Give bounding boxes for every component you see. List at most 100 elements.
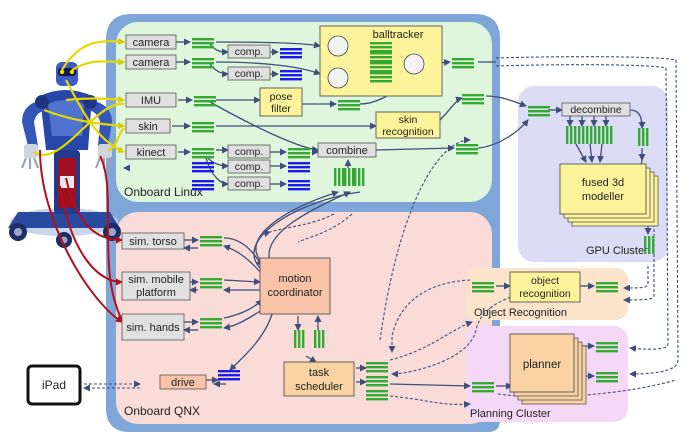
actuator-wires <box>39 149 123 323</box>
queue-bar <box>462 94 484 97</box>
queue-bar <box>646 128 649 146</box>
comp-node-3: comp. <box>227 144 271 159</box>
queue-bar <box>362 168 365 186</box>
queue-bar <box>366 370 388 373</box>
queue-bar <box>200 278 222 281</box>
combine-label: combine <box>326 145 368 157</box>
queue-bar <box>596 290 618 293</box>
queue-bar <box>638 128 641 146</box>
queue-bar <box>288 170 310 173</box>
queue-bar <box>314 330 317 348</box>
queue-bar <box>570 126 573 144</box>
queue-bar <box>342 168 345 186</box>
queue-bar <box>472 382 494 385</box>
queue-bar <box>192 126 214 129</box>
queue-bar <box>302 330 305 348</box>
camera-2-label: camera <box>133 57 171 69</box>
queue-bar <box>370 66 392 69</box>
queue-icon <box>192 122 214 133</box>
camera-2-node: camera <box>125 54 177 70</box>
drive-label: drive <box>171 377 195 389</box>
queue-bar <box>456 144 478 147</box>
queue-bar <box>596 286 618 289</box>
queue-bar <box>280 48 302 51</box>
queue-bar <box>200 322 222 325</box>
object-recognition-label-1: object <box>531 275 559 287</box>
queue-bar <box>338 108 360 111</box>
queue-bar <box>598 126 601 144</box>
queue-bar <box>610 126 613 144</box>
task-label-2: scheduler <box>295 381 343 393</box>
decombine-label: decombine <box>570 104 622 116</box>
queue-bar <box>318 330 321 348</box>
queue-bar <box>590 126 593 144</box>
queue-icon <box>192 148 214 159</box>
queue-icon <box>294 330 305 348</box>
queue-icon <box>194 96 216 107</box>
queue-bar <box>586 126 589 144</box>
queue-bar <box>322 330 325 348</box>
balltracker-input-1 <box>327 35 349 57</box>
queue-bar <box>370 46 392 49</box>
queue-bar <box>192 38 214 41</box>
queue-bar <box>338 168 341 186</box>
queue-bar <box>288 156 310 159</box>
queue-bar <box>472 390 494 393</box>
queue-icon <box>218 370 240 381</box>
queue-icon <box>354 168 365 186</box>
object-recognition-node: object recognition <box>509 271 581 303</box>
skin-label: skin <box>138 121 158 133</box>
queue-bar <box>456 152 478 155</box>
queue-icon <box>288 180 310 191</box>
queue-bar <box>370 56 392 59</box>
queue-bar <box>594 126 597 144</box>
queue-icon <box>192 180 214 191</box>
pose-filter-node: pose filter <box>259 87 303 117</box>
queue-bar <box>218 370 240 373</box>
sim-hands-label: sim. hands <box>126 322 180 334</box>
queue-bar <box>280 70 302 73</box>
queue-icon <box>596 372 618 383</box>
queue-bar <box>452 58 474 61</box>
queue-bar <box>192 156 214 159</box>
queue-bar <box>192 46 214 49</box>
queue-bar <box>344 168 347 186</box>
queue-bar <box>472 290 494 293</box>
queue-bar <box>200 326 222 329</box>
queue-bar <box>200 282 222 285</box>
comp-2-label: comp. <box>235 68 264 80</box>
queue-bar <box>370 42 392 45</box>
queue-icon <box>280 70 302 81</box>
queue-bar <box>462 102 484 105</box>
queue-bar <box>596 380 618 383</box>
queue-bar <box>280 74 302 77</box>
queue-icon <box>566 126 577 144</box>
queue-bar <box>472 386 494 389</box>
queue-bar <box>288 148 310 151</box>
queue-bar <box>280 56 302 59</box>
queue-bar <box>574 126 577 144</box>
queue-bar <box>370 50 392 53</box>
balltracker-label: balltracker <box>373 29 424 41</box>
queue-bar <box>192 130 214 133</box>
region-label-gpu-cluster: GPU Cluster <box>586 245 648 257</box>
motion-label-1: motion <box>278 273 311 285</box>
queue-bar <box>218 374 240 377</box>
queue-bar <box>348 168 351 186</box>
humanoid-robot-image <box>8 62 121 248</box>
queue-bar <box>280 78 302 81</box>
fused-label-1: fused 3d <box>582 177 624 189</box>
queue-icon <box>596 342 618 353</box>
pose-filter-label-1: pose <box>270 91 293 103</box>
queue-bar <box>288 166 310 169</box>
skin-recognition-label-2: recognition <box>382 126 434 138</box>
queue-bar <box>192 58 214 61</box>
task-label-1: task <box>309 367 330 379</box>
queue-icon <box>280 48 302 59</box>
queue-bar <box>366 384 388 387</box>
queue-bar <box>452 62 474 65</box>
motion-coordinator-node: motion coordinator <box>259 257 331 315</box>
comp-node-2: comp. <box>227 66 271 81</box>
